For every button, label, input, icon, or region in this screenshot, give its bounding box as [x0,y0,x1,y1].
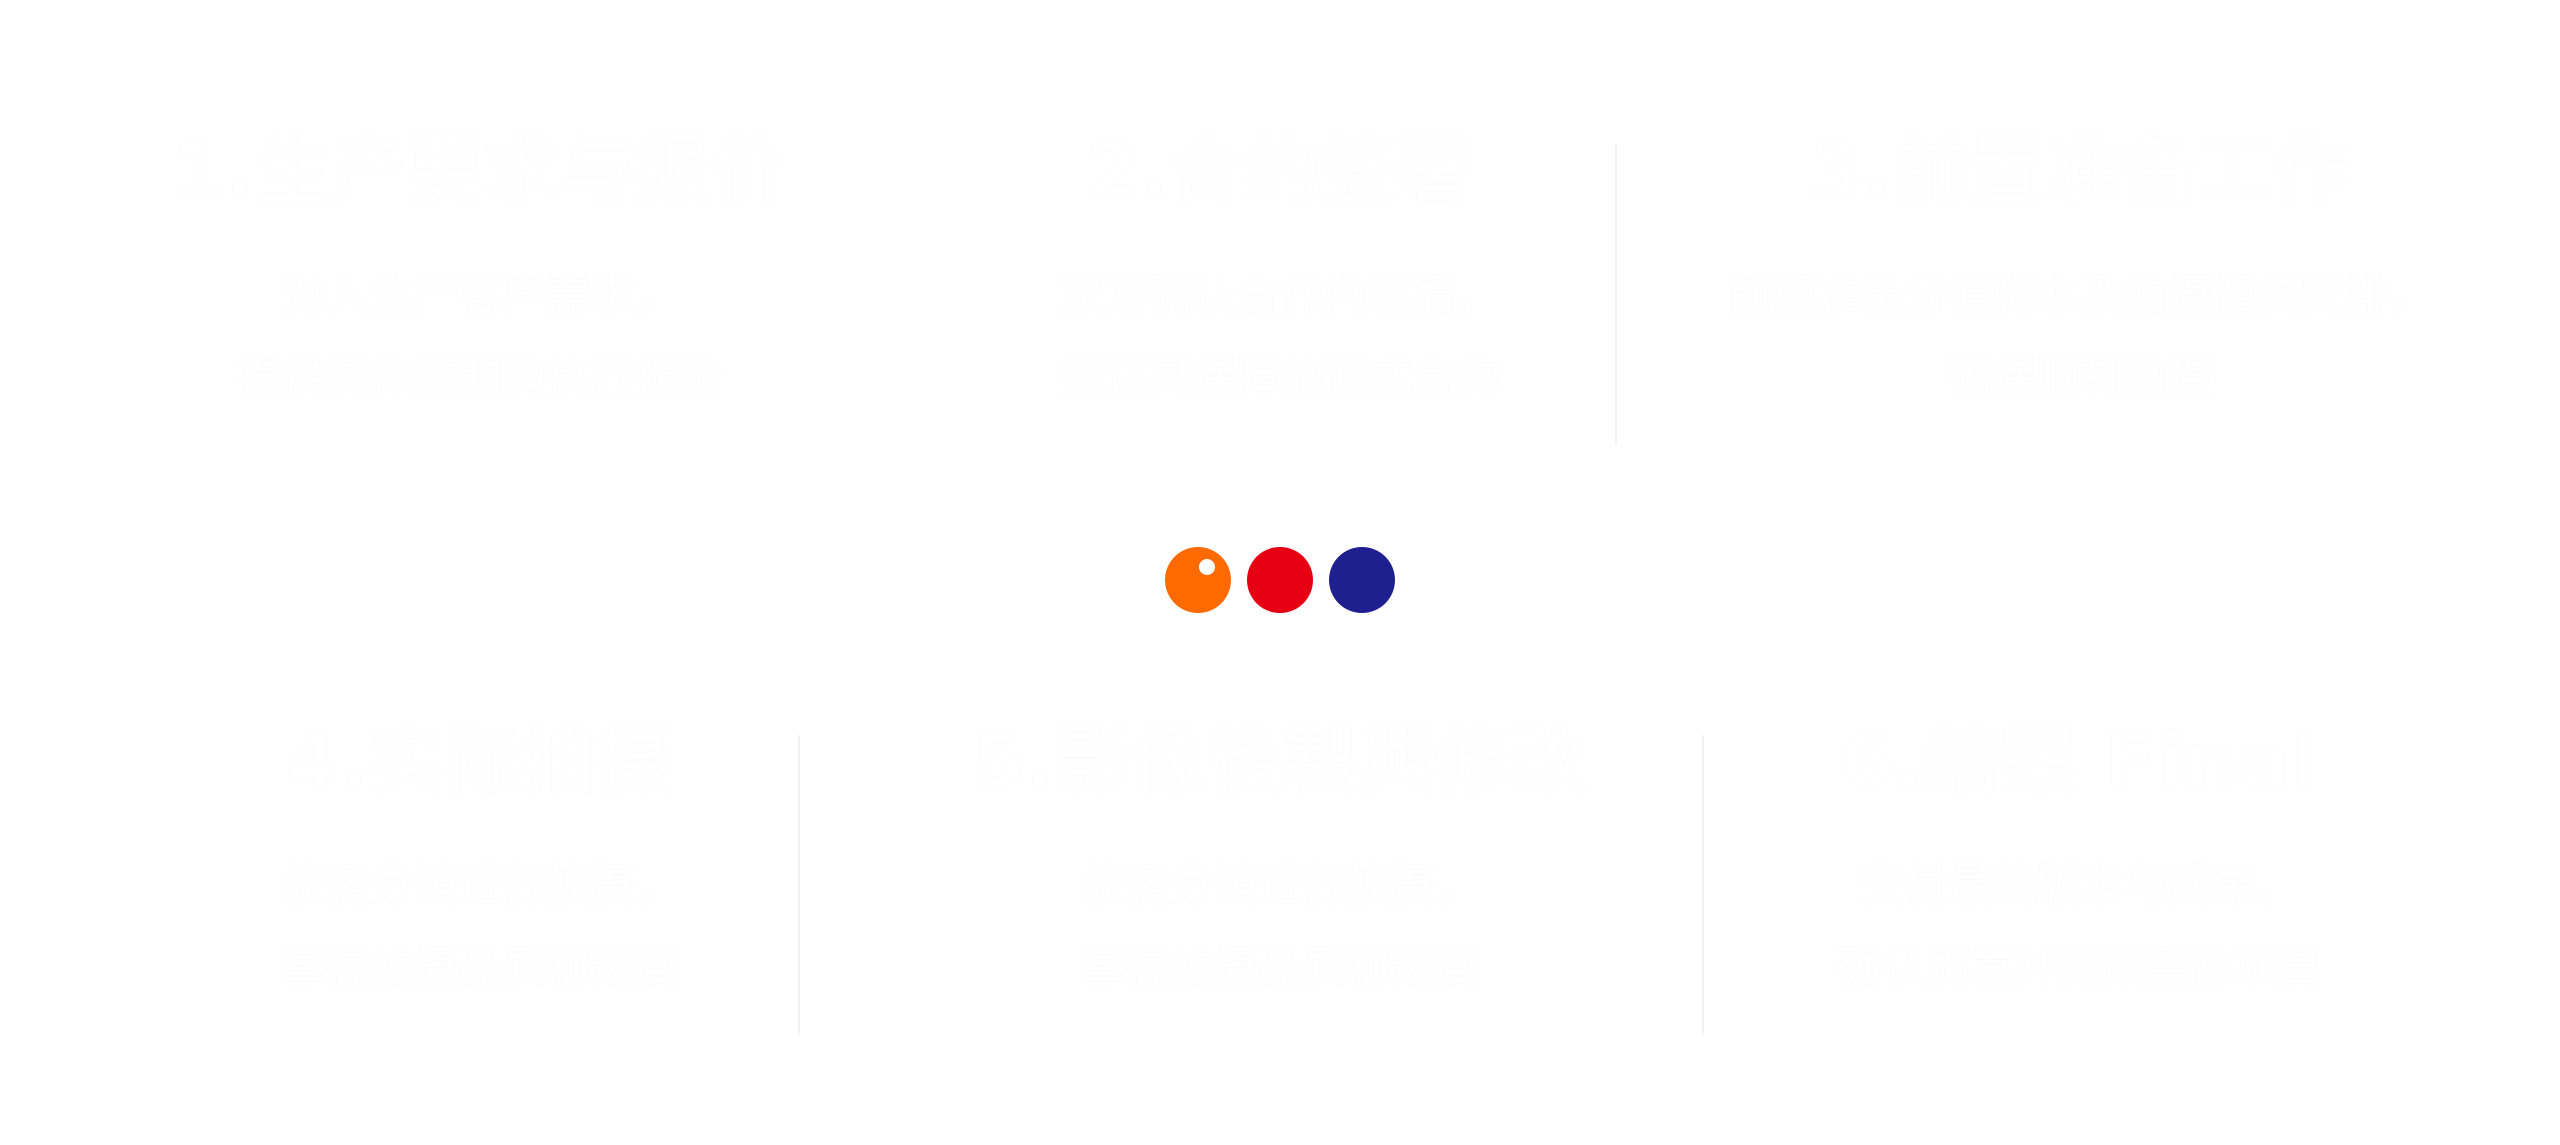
step-title-2: 2.合约签署 [1086,128,1474,214]
orange-dot-highlight [1199,559,1215,575]
step-title-4: 4.实际拍摄 [286,718,674,804]
vertical-divider-bottom-right [1702,735,1704,1035]
step-description-6: 交付最终版本与成果， 确认满意并完成整体项目 [1720,845,2440,1009]
step-title-6: 6.结案 Final [1841,718,2319,804]
step-description-5-line-1: 依照分镜进行拍摄， [1082,860,1478,911]
step-description-4-line-2: 掌握拍摄品质和进度 [282,942,678,993]
step-card-2: 2.合约签署 双方确认合作内容后， 签订具保障的正式合约 [920,125,1640,419]
step-description-2-line-2: 签订具保障的正式合约 [1060,352,1500,403]
step-description-1-line-2: 提供具体透明的执行报价 [238,352,722,403]
red-dot [1247,547,1313,613]
step-description-5-line-2: 掌握拍摄品质和进度 [1082,942,1478,993]
step-title-1: 1.生产要求与报价 [172,128,788,214]
step-title-3: 3.前置准备工作 [1810,128,2350,214]
orange-dot [1165,547,1231,613]
step-card-5: 5.影像後製與修改 依照分镜进行拍摄， 掌握拍摄品质和进度 [920,715,1640,1009]
step-description-1-line-1: 对入生产客户需求， [282,270,678,321]
step-description-2-line-1: 双方确认合作内容后， [1060,270,1500,321]
bottom-steps-row: 4.实际拍摄 依照分镜进行拍摄， 掌握拍摄品质和进度 5.影像後製與修改 依照分… [120,715,2440,1009]
step-description-4-line-1: 依照分镜进行拍摄， [282,860,678,911]
blue-dot [1329,547,1395,613]
step-description-6-line-2: 确认满意并完成整体项目 [1838,942,2322,993]
step-card-6: 6.结案 Final 交付最终版本与成果， 确认满意并完成整体项目 [1720,715,2440,1009]
step-description-6-line-1: 交付最终版本与成果， [1860,860,2300,911]
step-card-3: 3.前置准备工作 前期准备分镜脚本及拍摄相关安排， 确保顺利拍摄 [1720,125,2440,419]
vertical-divider-top [1615,145,1617,445]
step-description-3-line-1: 前期准备分镜脚本及拍摄相关安排， [1728,270,2432,321]
step-card-1: 1.生产要求与报价 对入生产客户需求， 提供具体透明的执行报价 [120,125,840,419]
brand-dots [1165,546,1395,614]
step-description-1: 对入生产客户需求， 提供具体透明的执行报价 [120,255,840,419]
step-description-3-line-2: 确保顺利拍摄 [1948,352,2212,403]
step-card-4: 4.实际拍摄 依照分镜进行拍摄， 掌握拍摄品质和进度 [120,715,840,1009]
step-description-3: 前期准备分镜脚本及拍摄相关安排， 确保顺利拍摄 [1720,255,2440,419]
top-steps-row: 1.生产要求与报价 对入生产客户需求， 提供具体透明的执行报价 2.合约签署 双… [120,125,2440,419]
step-description-4: 依照分镜进行拍摄， 掌握拍摄品质和进度 [120,845,840,1009]
step-description-5: 依照分镜进行拍摄， 掌握拍摄品质和进度 [920,845,1640,1009]
vertical-divider-bottom-left [798,735,800,1035]
step-title-5: 5.影像後製與修改 [972,718,1588,804]
step-description-2: 双方确认合作内容后， 签订具保障的正式合约 [920,255,1640,419]
